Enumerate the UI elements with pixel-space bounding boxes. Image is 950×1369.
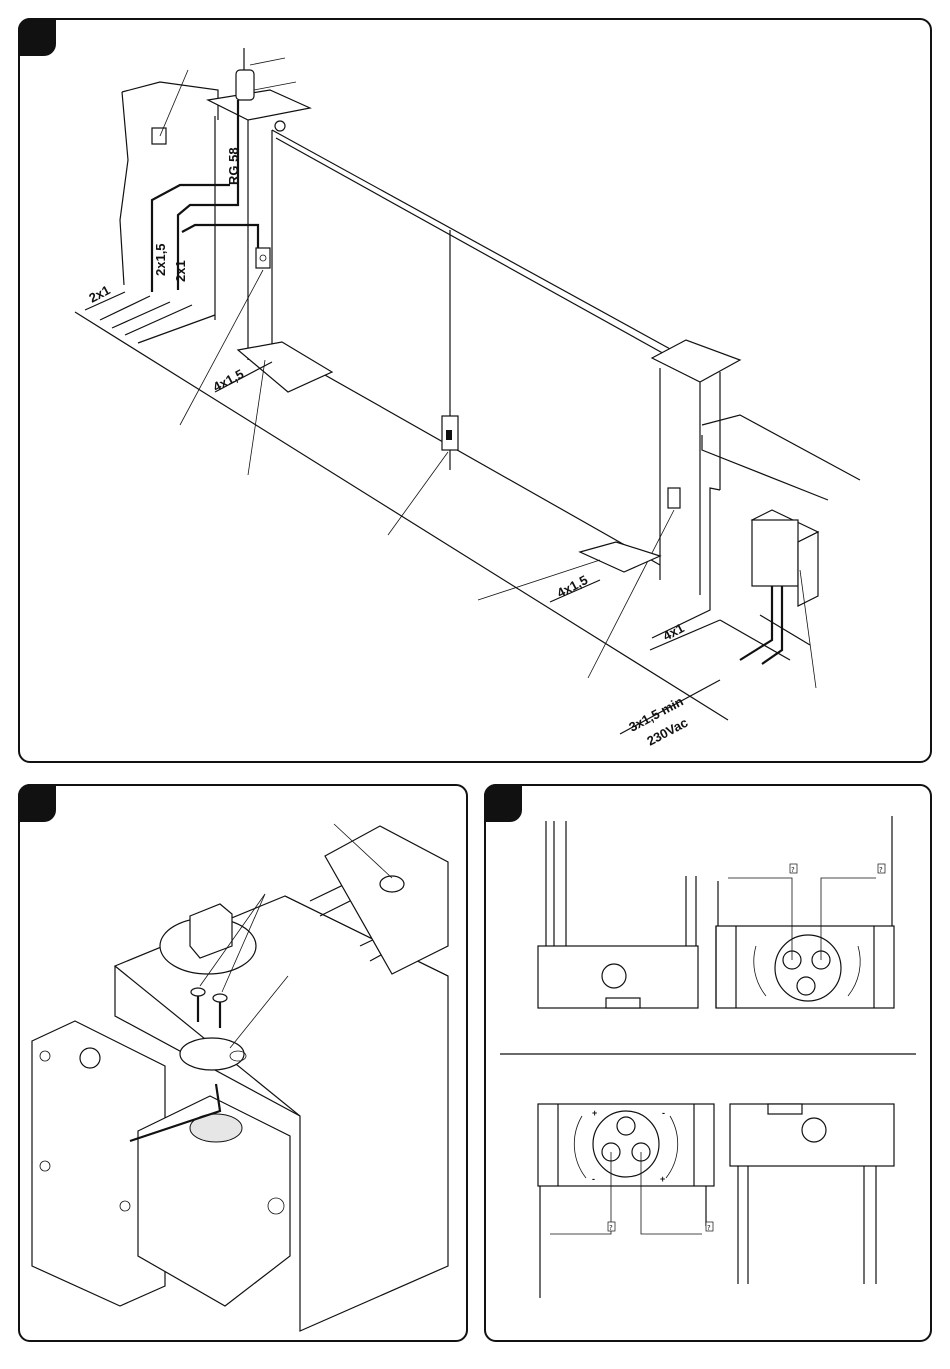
- bottom-glyph-left: ?: [609, 1224, 613, 1232]
- photocell-wall: [152, 128, 166, 144]
- gate-installation-drawing: RG 58 2x1,5 2x1 2x1 4x1,5 4x1,5 4x1 3x1,…: [20, 20, 934, 765]
- left-post-cap: [208, 90, 310, 120]
- sign-minus-left: -: [592, 1174, 595, 1184]
- leader-antenna: [250, 58, 285, 65]
- label-2x1-left: 2x1: [86, 282, 112, 305]
- cable-route-3: [182, 225, 258, 260]
- label-rg58: RG 58: [226, 147, 241, 185]
- right-wall: [702, 415, 860, 500]
- control-box-front: [752, 520, 798, 586]
- ground-trench-left: [75, 292, 728, 720]
- motor-plate-right: [580, 542, 660, 572]
- cable-trench-right: [652, 488, 720, 638]
- top-left-rails: [546, 821, 566, 946]
- label-2x1-post: 2x1: [173, 260, 188, 282]
- figure-3-panel: ? ? + - - + ? ?: [484, 784, 932, 1342]
- figure-1-panel: RG 58 2x1,5 2x1 2x1 4x1,5 4x1,5 4x1 3x1,…: [18, 18, 932, 763]
- control-box-side: [798, 532, 818, 606]
- ground-trench-right: [720, 615, 810, 660]
- flashing-light: [236, 70, 254, 100]
- photocell-right-post: [668, 488, 680, 508]
- key-selector-slot: [446, 430, 452, 440]
- top-mid-rails: [686, 876, 696, 946]
- ground-trench-marks: [215, 362, 720, 650]
- label-2x1-5: 2x1,5: [153, 243, 168, 276]
- top-right-rails: [718, 816, 892, 926]
- top-glyph-right: ?: [879, 866, 883, 874]
- leader-flash: [254, 82, 296, 90]
- top-knob-bottom: [797, 977, 815, 995]
- left-wall: [120, 82, 218, 285]
- gate-top-rail: [276, 138, 668, 356]
- left-plate-boss: [80, 1048, 100, 1068]
- limit-switch-adjustment-drawing: ? ? + - - + ? ?: [486, 786, 934, 1344]
- label-4x1-5-a: 4x1,5: [210, 366, 246, 395]
- motor-unit-drawing: [20, 786, 470, 1344]
- bottom-right-bracket: [768, 1104, 802, 1114]
- figure-2-panel: [18, 784, 468, 1342]
- bottom-right-port: [802, 1118, 826, 1142]
- label-4x1-5-b: 4x1,5: [554, 572, 590, 601]
- right-post: [660, 368, 720, 595]
- bottom-left-rails: [540, 1186, 706, 1298]
- bottom-knob-top: [617, 1117, 635, 1135]
- release-cap: [380, 876, 404, 892]
- sign-minus-right: -: [662, 1108, 665, 1118]
- leader-photocell-wall: [160, 70, 188, 136]
- sign-plus-right: +: [660, 1174, 665, 1184]
- leader-motor-left: [248, 360, 265, 475]
- screw-head-2: [213, 994, 227, 1002]
- sign-plus-left: +: [592, 1108, 597, 1118]
- top-left-bracket: [606, 998, 640, 1008]
- gate-leaf: [272, 130, 672, 565]
- top-left-port: [602, 964, 626, 988]
- top-glyph-left: ?: [791, 866, 795, 874]
- left-post: [215, 116, 272, 360]
- leader-key-selector: [388, 452, 448, 535]
- photocell-left-post: [256, 248, 270, 268]
- motor-plate-left: [238, 342, 332, 392]
- screw-head-1: [191, 988, 205, 996]
- bottom-glyph-right: ?: [707, 1224, 711, 1232]
- gate-hinge: [275, 121, 285, 131]
- leader-photocell-right: [588, 510, 674, 678]
- bottom-right-rails: [738, 1166, 876, 1284]
